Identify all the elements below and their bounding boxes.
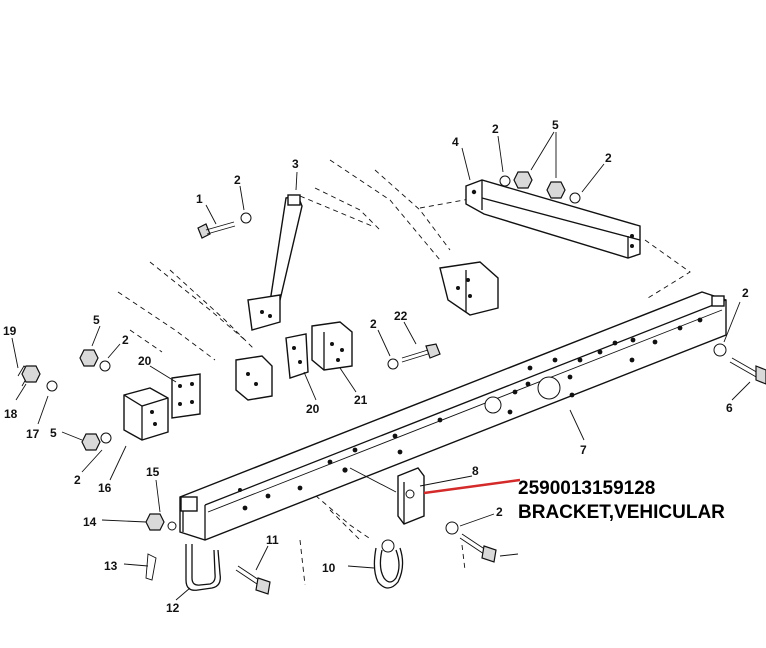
hidden-outlines: [117, 159, 691, 586]
callout-label: 4: [452, 135, 459, 149]
callout-label: 17: [26, 427, 40, 441]
callout-label: 5: [50, 426, 57, 440]
shackles: [185, 539, 404, 591]
callout-label: 8: [472, 464, 479, 478]
support-arm: [247, 194, 303, 331]
callout-label: 2: [605, 151, 612, 165]
callout-label: 18: [4, 407, 18, 421]
crossmember: [465, 179, 641, 259]
callout-label: 1: [196, 192, 203, 206]
frame-rail: [179, 291, 727, 541]
part-number-label: 2590013159128: [518, 478, 656, 499]
callout-label: 19: [3, 324, 17, 338]
callout-label: 7: [580, 443, 587, 457]
spring-hanger-assembly: [439, 261, 499, 316]
callout-label: 5: [93, 313, 100, 327]
callout-label: 15: [146, 465, 160, 479]
callout-label: 10: [322, 561, 336, 575]
callout-label: 13: [104, 559, 118, 573]
callout-label: 2: [234, 173, 241, 187]
callout-label: 2: [122, 333, 129, 347]
callout-label: 2: [74, 473, 81, 487]
callout-label: 20: [138, 354, 152, 368]
callout-label: 5: [552, 118, 559, 132]
callout-label: 2: [370, 317, 377, 331]
callout-label: 20: [306, 402, 320, 416]
callout-labels: 1 2 3 4 2 5 2 2 5 2 22 2 6 19 20 18 17 5…: [3, 118, 749, 615]
vehicular-bracket: [349, 467, 425, 525]
callout-label: 2: [742, 286, 749, 300]
callout-label: 2: [492, 122, 499, 136]
callout-label: 11: [266, 533, 279, 547]
callout-label: 21: [354, 393, 368, 407]
callout-label: 22: [394, 309, 408, 323]
callout-label: 14: [83, 515, 97, 529]
part-name-label: BRACKET,VEHICULAR: [518, 502, 725, 523]
annotation-leader-line: [423, 478, 521, 495]
callout-label: 2: [496, 505, 503, 519]
callout-label: 3: [292, 157, 299, 171]
callout-label: 12: [166, 601, 180, 615]
callout-label: 16: [98, 481, 112, 495]
fasteners: [17, 171, 766, 595]
bracket-plates: [123, 321, 353, 441]
callout-label: 6: [726, 401, 733, 415]
leader-lines: [11, 131, 751, 601]
